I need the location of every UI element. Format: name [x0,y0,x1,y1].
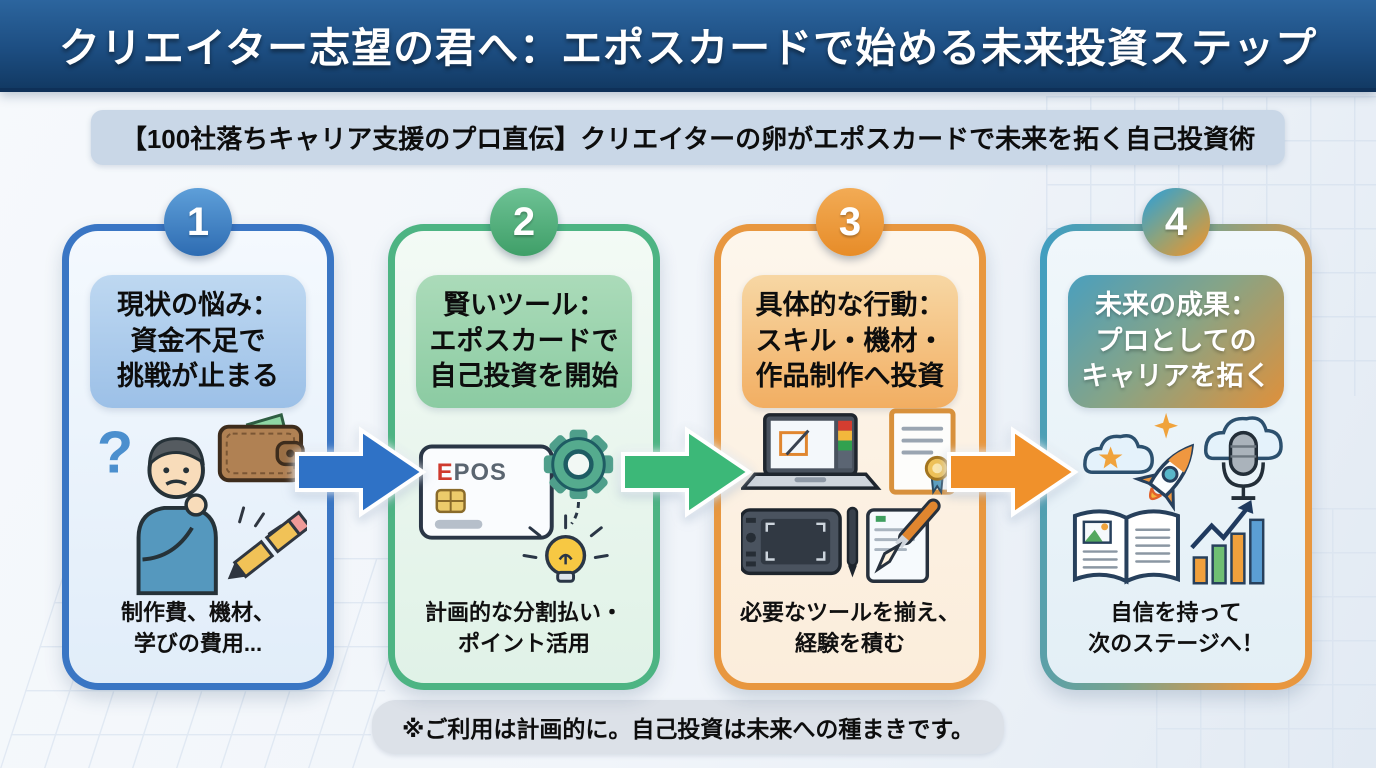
star-icon [1098,446,1123,469]
step-illustration: ? [69,408,327,598]
header-banner: クリエイター志望の君へ：エポスカードで始める未来投資ステップ [0,0,1376,92]
step-title: 現状の悩み： 資金不足で 挑戦が止まる [90,275,306,408]
step-caption: 制作費、機材、 学びの費用... [120,599,275,656]
step-card-3: 3 具体的な行動： スキル・機材・ 作品制作へ投資 [714,188,986,690]
gear-icon [543,429,614,499]
laptop-icon [741,412,882,490]
step-number-badge: 3 [816,188,884,256]
step-caption: 必要なツールを揃え、 経験を積む [739,599,960,656]
step-illustration [721,408,979,598]
thinking-person-icon [136,436,218,596]
brush-document-icon [866,498,941,583]
rocket-icon [1132,443,1195,512]
subtitle-badge: 【100社落ちキャリア支援のプロ直伝】クリエイターの卵がエポスカードで未来を拓く… [90,110,1286,165]
open-book-icon [1072,509,1180,585]
flow-arrow-1-icon [295,426,427,518]
certificate-icon [889,408,956,495]
stylus-icon [846,506,859,578]
svg-text:EPOS: EPOS [437,459,507,486]
connector-dashed-line [570,501,580,525]
flow-arrow-3-icon [947,426,1079,518]
step-illustration [1047,408,1305,598]
flow-arrow-2-icon [621,426,753,518]
step-title: 具体的な行動： スキル・機材・ 作品制作へ投資 [742,275,958,408]
step-caption: 自信を持って 次のステージへ！ [1088,599,1264,656]
step-caption: 計画的な分割払い・ ポイント活用 [424,599,623,656]
page-title: クリエイター志望の君へ：エポスカードで始める未来投資ステップ [58,25,1318,71]
step-card-2: 2 賢いツール： エポスカードで 自己投資を開始 EPOS [388,188,660,690]
steps-row: 1 現状の悩み： 資金不足で 挑戦が止まる ? [62,188,1312,690]
step-number-badge: 2 [490,188,558,256]
lightbulb-icon [522,514,609,583]
step-title: 未来の成果： プロとしての キャリアを拓く [1068,275,1284,408]
microphone-icon [1221,430,1265,500]
step-card-4: 4 未来の成果： プロとしての キャリアを拓く [1040,188,1312,690]
growth-chart-icon [1190,499,1265,585]
footer-note: ※ご利用は計画的に。自己投資は未来への種まきです。 [371,700,1005,754]
success-illustration [1072,412,1283,585]
epos-card-illustration: EPOS [418,429,614,583]
step-number-badge: 1 [164,188,232,256]
worry-illustration: ? [97,412,307,596]
step-illustration: EPOS [395,408,653,598]
tools-illustration [741,408,956,583]
step-title: 賢いツール： エポスカードで 自己投資を開始 [416,275,632,408]
wallet-icon [217,412,305,483]
sparkle-icon [1154,412,1178,439]
step-card-1: 1 現状の悩み： 資金不足で 挑戦が止まる ? [62,188,334,690]
pen-tablet-icon [741,508,842,575]
question-mark-icon: ? [97,418,133,485]
epos-card-icon: EPOS [418,444,554,540]
step-number-badge: 4 [1142,188,1210,256]
